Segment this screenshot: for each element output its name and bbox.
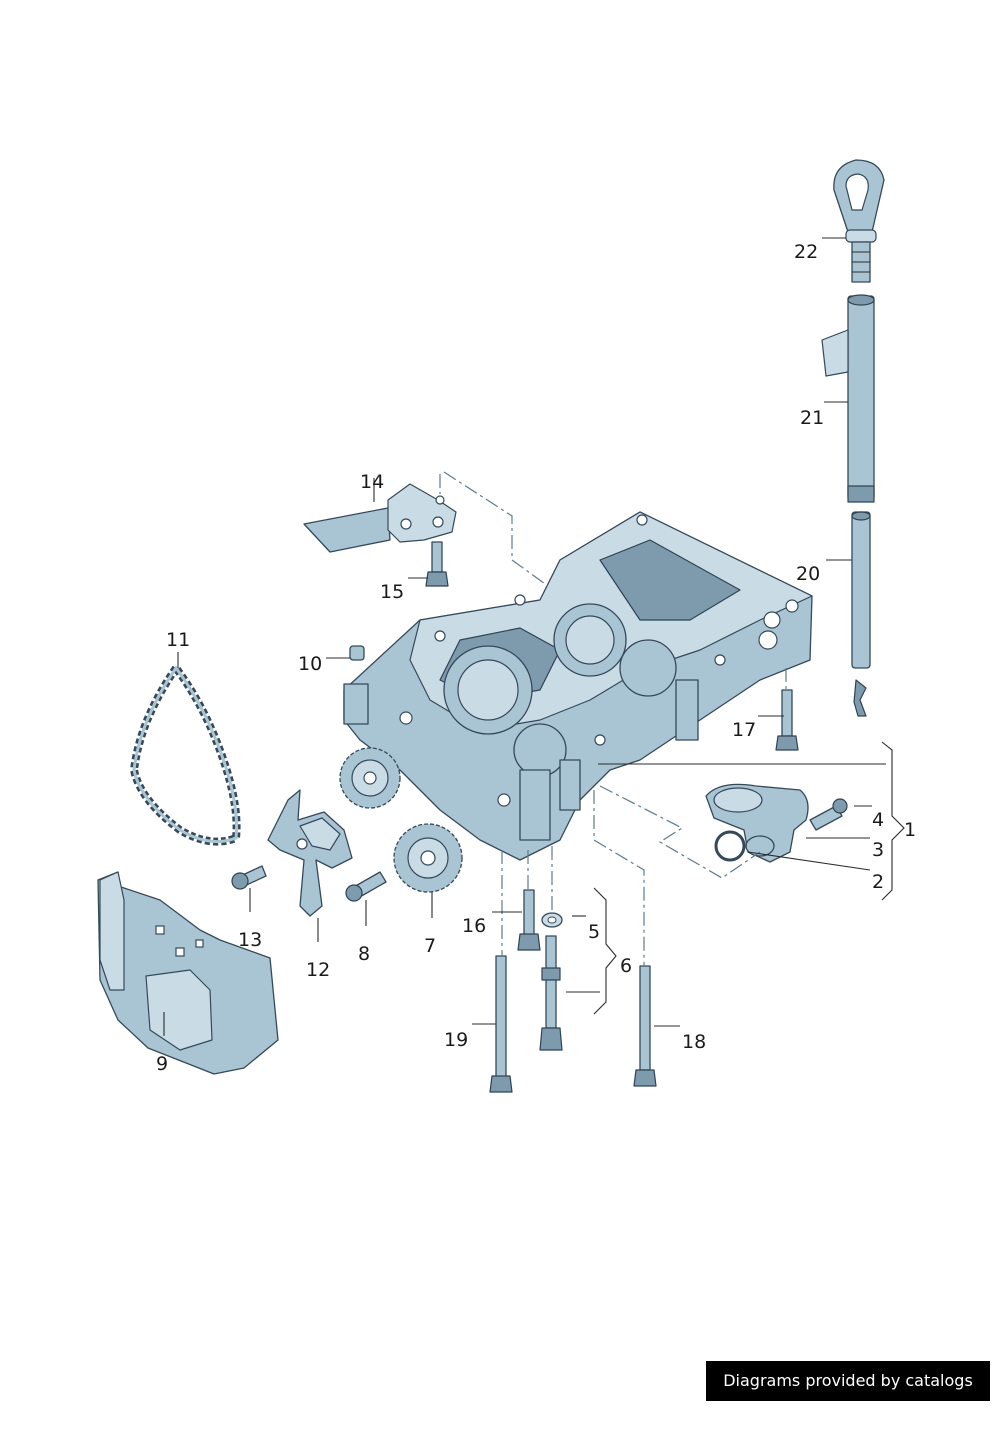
callout-1: 1 (904, 819, 916, 841)
attribution-text: Diagrams provided by catalogs parts (723, 1371, 973, 1430)
callout-20: 20 (796, 563, 820, 585)
group-bracket-6 (593, 887, 617, 1015)
dipstick-guide-tube-upper (821, 294, 875, 503)
callout-18: 18 (682, 1031, 706, 1053)
callout-14: 14 (360, 471, 384, 493)
callout-10: 10 (298, 653, 322, 675)
callout-9: 9 (156, 1053, 168, 1075)
group-bracket-1 (881, 741, 905, 901)
bolt-13 (231, 865, 267, 890)
washer-5 (541, 912, 563, 928)
callout-2: 2 (872, 871, 884, 893)
attribution-banner: Diagrams provided by catalogs parts (706, 1361, 990, 1430)
bolt-17 (775, 689, 799, 751)
flange-connector (705, 783, 809, 863)
baffle-plate (303, 483, 457, 553)
sprocket-shaft-left (339, 747, 401, 809)
chain-tensioner (267, 789, 353, 917)
callout-22: 22 (794, 241, 818, 263)
assembly-lines (439, 471, 787, 966)
bolt-8 (345, 871, 387, 902)
dipstick-guide-tube-lower (851, 511, 871, 717)
sealing-cap (349, 645, 365, 661)
callout-12: 12 (306, 959, 330, 981)
balancer-shaft-housing (343, 511, 813, 861)
sprocket-7 (393, 823, 463, 893)
bolt-16 (517, 889, 541, 951)
callout-13: 13 (238, 929, 262, 951)
callout-17: 17 (732, 719, 756, 741)
callout-16: 16 (462, 915, 486, 937)
stud-6 (539, 935, 563, 1051)
exploded-parts-diagram: 22 21 20 14 15 11 10 17 4 1 3 2 16 5 6 1… (97, 159, 916, 1093)
leader-lines (163, 237, 886, 1036)
dipstick-handle (833, 159, 885, 283)
chain-cover (97, 871, 279, 1075)
bolt-4 (809, 798, 848, 831)
bolt-18 (633, 965, 657, 1087)
callout-8: 8 (358, 943, 370, 965)
callout-11: 11 (166, 629, 190, 651)
callout-15: 15 (380, 581, 404, 603)
o-ring (714, 830, 746, 862)
callout-4: 4 (872, 809, 884, 831)
callout-5: 5 (588, 921, 600, 943)
callout-labels: 22 21 20 14 15 11 10 17 4 1 3 2 16 5 6 1… (156, 241, 916, 1075)
callout-3: 3 (872, 839, 884, 861)
callout-6: 6 (620, 955, 632, 977)
callout-21: 21 (800, 407, 824, 429)
bolt-15 (425, 541, 449, 587)
drive-chain (129, 661, 241, 846)
callout-19: 19 (444, 1029, 468, 1051)
bolt-19 (489, 955, 513, 1093)
callout-7: 7 (424, 935, 436, 957)
